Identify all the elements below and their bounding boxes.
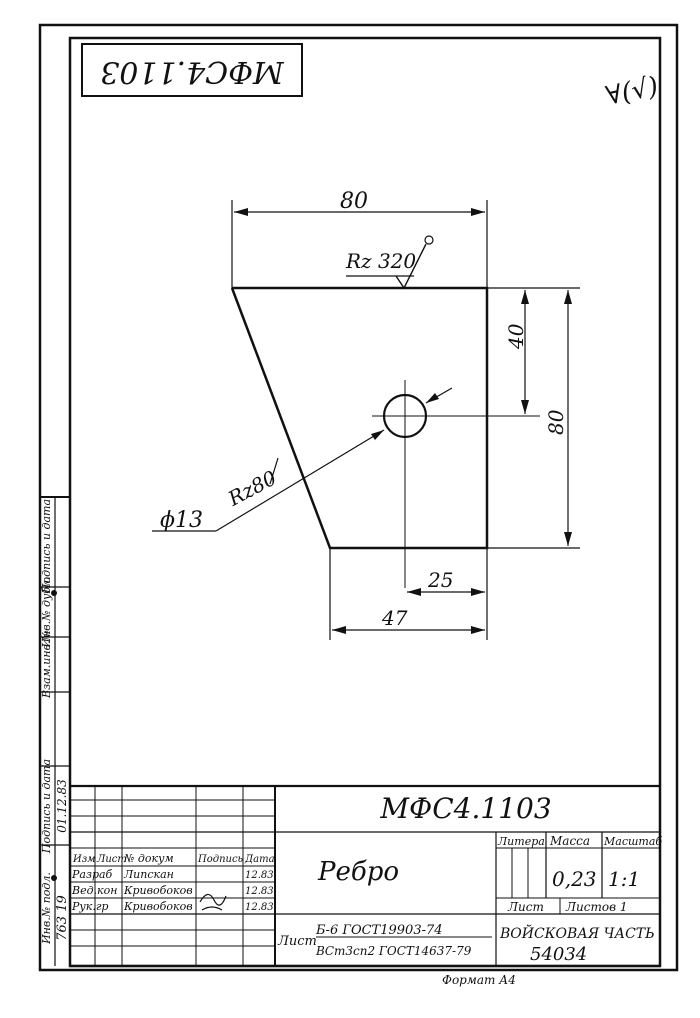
mass-label: Масса bbox=[549, 834, 590, 848]
organization-number: 54034 bbox=[530, 944, 587, 965]
signature-mark bbox=[199, 893, 227, 911]
side-strip-date-value: 01.12.83 bbox=[55, 779, 69, 833]
dimension-hole-offset-text: 40 bbox=[504, 323, 528, 350]
dimension-bottom-width: 47 bbox=[329, 548, 485, 640]
dimension-bottom-width-text: 47 bbox=[381, 606, 408, 630]
sheet-outer-border bbox=[38, 23, 679, 972]
mass-value: 0,23 bbox=[552, 867, 597, 891]
format-label: Формат А4 bbox=[442, 973, 516, 987]
role-0: Разраб bbox=[71, 868, 113, 881]
name-1: Кривобоков bbox=[123, 884, 193, 897]
designation-stamp: МФС4.1103 bbox=[81, 43, 303, 97]
side-strip-vzam-inv: Взам.инв.№ bbox=[40, 630, 53, 699]
header-list: Лист bbox=[96, 854, 127, 865]
name-0: Липскан bbox=[123, 868, 174, 881]
side-strip-inv-number: 763 19 bbox=[55, 895, 70, 941]
dimension-top-width-text: 80 bbox=[340, 189, 368, 214]
dimension-height: 80 bbox=[487, 290, 580, 549]
role-2: Рук.гр bbox=[71, 900, 108, 913]
header-sign: Подпись bbox=[197, 854, 243, 865]
dimension-top-width: 80 bbox=[231, 189, 488, 288]
header-izm: Изм bbox=[72, 854, 95, 865]
name-2: Кривобоков bbox=[123, 900, 193, 913]
sheet-label: Лист bbox=[507, 900, 544, 914]
hole-diameter-leader: ϕ13 Rz80 bbox=[152, 387, 453, 533]
material-line-1: Б-6 ГОСТ19903-74 bbox=[315, 923, 443, 938]
top-roughness-text: Rz 320 bbox=[345, 249, 416, 273]
dimension-hole-offset: 40 bbox=[487, 287, 580, 414]
hole-roughness-text: Rz80 bbox=[223, 465, 280, 511]
organization: ВОЙСКОВАЯ ЧАСТЬ bbox=[499, 923, 655, 942]
designation-stamp-text: МФС4.1103 bbox=[100, 54, 285, 89]
side-strip-podp-data: Подпись и дата bbox=[40, 499, 53, 594]
litera-label: Литера bbox=[497, 835, 545, 848]
general-roughness-symbol: ∀(√) bbox=[603, 71, 661, 111]
side-strip-podp-data-2: Подпись и дата bbox=[40, 759, 53, 854]
material-line-2: ВСт3сп2 ГОСТ14637-79 bbox=[315, 944, 472, 958]
dimension-hole-from-right: 25 bbox=[407, 548, 488, 640]
date-1: 12.83 bbox=[245, 886, 274, 897]
dimension-hole-from-right-text: 25 bbox=[427, 568, 453, 592]
side-strip-inv-dubl: Инв.№ дубл. bbox=[40, 576, 53, 648]
scale-value: 1:1 bbox=[608, 867, 640, 891]
date-2: 12.83 bbox=[245, 902, 274, 913]
title-block-designation: МФС4.1103 bbox=[379, 792, 551, 825]
title-block bbox=[70, 784, 660, 968]
side-strip: Подпись и дата Инв.№ дубл. Взам.инв.№ По… bbox=[40, 496, 70, 966]
header-doc-no: № докум bbox=[123, 852, 174, 865]
drawing-frame bbox=[68, 36, 662, 968]
header-date: Дата bbox=[244, 854, 275, 865]
part-outline bbox=[230, 286, 489, 550]
part-name: Ребро bbox=[317, 857, 399, 887]
side-strip-inv-podl: Инв.№ подл. bbox=[40, 872, 53, 945]
role-1: Вед.кон bbox=[71, 884, 118, 897]
sheets-label: Листов 1 bbox=[565, 900, 628, 914]
top-edge-roughness: Rz 320 bbox=[345, 235, 434, 290]
dimension-height-text: 80 bbox=[544, 409, 568, 435]
scale-label: Масштаб bbox=[603, 835, 662, 848]
date-0: 12.83 bbox=[245, 870, 274, 881]
hole-diameter-text: ϕ13 bbox=[160, 508, 203, 533]
material-label: Лист bbox=[277, 934, 317, 949]
